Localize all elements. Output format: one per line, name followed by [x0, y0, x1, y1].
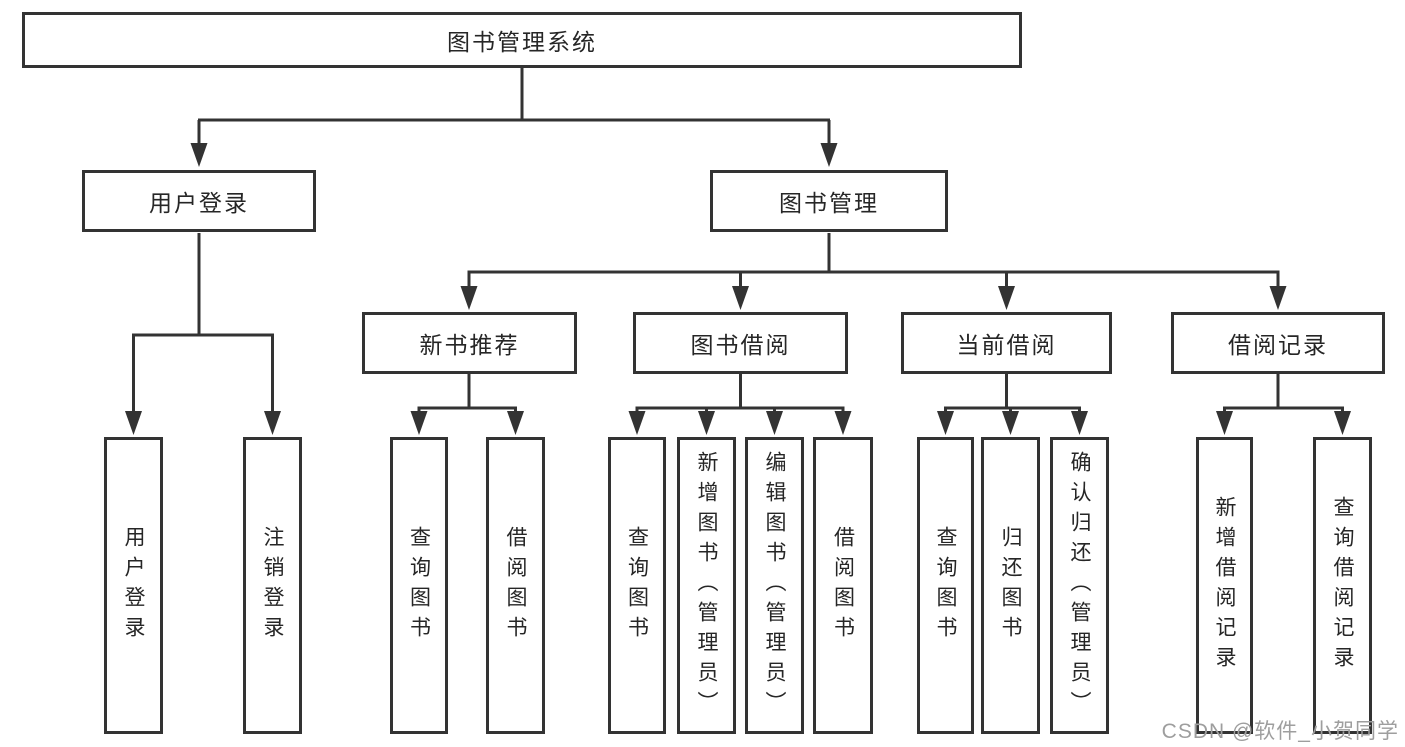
- node-borrowing-records-label: 借阅记录: [1228, 332, 1328, 358]
- node-book-borrowing: 图书借阅: [633, 312, 848, 374]
- leaf-add-book-admin-label: 新增图书（管理员）: [695, 450, 718, 721]
- leaf-logout-label: 注销登录: [261, 525, 284, 646]
- leaf-borrow-books-borrowing-label: 借阅图书: [831, 525, 855, 646]
- leaf-query-books-borrowing-label: 查询图书: [625, 525, 649, 646]
- leaf-query-borrow-record: 查询借阅记录: [1313, 437, 1372, 734]
- leaf-query-books-current-label: 查询图书: [934, 525, 957, 646]
- node-new-book-recommend: 新书推荐: [362, 312, 577, 374]
- leaf-return-books: 归还图书: [981, 437, 1040, 734]
- leaf-query-books-recommend: 查询图书: [390, 437, 448, 734]
- arrowheads: [125, 143, 1351, 435]
- node-book-borrowing-label: 图书借阅: [690, 332, 791, 358]
- leaf-query-books-recommend-label: 查询图书: [407, 525, 431, 646]
- node-current-borrowing: 当前借阅: [901, 312, 1112, 374]
- leaf-add-book-admin: 新增图书（管理员）: [677, 437, 736, 734]
- node-current-borrowing-label: 当前借阅: [956, 332, 1057, 358]
- leaf-edit-book-admin-label: 编辑图书（管理员）: [763, 450, 786, 721]
- leaf-query-books-borrowing: 查询图书: [608, 437, 666, 734]
- node-new-book-recommend-label: 新书推荐: [419, 332, 520, 358]
- leaf-borrow-books-recommend: 借阅图书: [486, 437, 545, 734]
- leaf-edit-book-admin: 编辑图书（管理员）: [745, 437, 804, 734]
- node-library-system-label: 图书管理系统: [447, 29, 597, 55]
- node-book-management-label: 图书管理: [779, 190, 879, 216]
- leaf-add-borrow-record-label: 新增借阅记录: [1213, 495, 1236, 676]
- leaf-return-books-label: 归还图书: [999, 525, 1022, 646]
- node-book-management: 图书管理: [710, 170, 948, 232]
- node-borrowing-records: 借阅记录: [1171, 312, 1385, 374]
- leaf-confirm-return-admin: 确认归还（管理员）: [1050, 437, 1109, 734]
- leaf-logout: 注销登录: [243, 437, 302, 734]
- leaf-borrow-books-recommend-label: 借阅图书: [504, 525, 527, 646]
- leaf-add-borrow-record: 新增借阅记录: [1196, 437, 1253, 734]
- leaf-user-login: 用户登录: [104, 437, 163, 734]
- node-library-system: 图书管理系统: [22, 12, 1022, 68]
- leaf-user-login-label: 用户登录: [122, 525, 145, 646]
- csdn-watermark: CSDN @软件_小贺同学: [1161, 720, 1399, 743]
- leaf-confirm-return-admin-label: 确认归还（管理员）: [1068, 450, 1091, 721]
- leaf-query-books-current: 查询图书: [917, 437, 974, 734]
- leaf-query-borrow-record-label: 查询借阅记录: [1331, 495, 1354, 676]
- node-user-login: 用户登录: [82, 170, 316, 232]
- node-user-login-label: 用户登录: [149, 190, 249, 216]
- leaf-borrow-books-borrowing: 借阅图书: [813, 437, 873, 734]
